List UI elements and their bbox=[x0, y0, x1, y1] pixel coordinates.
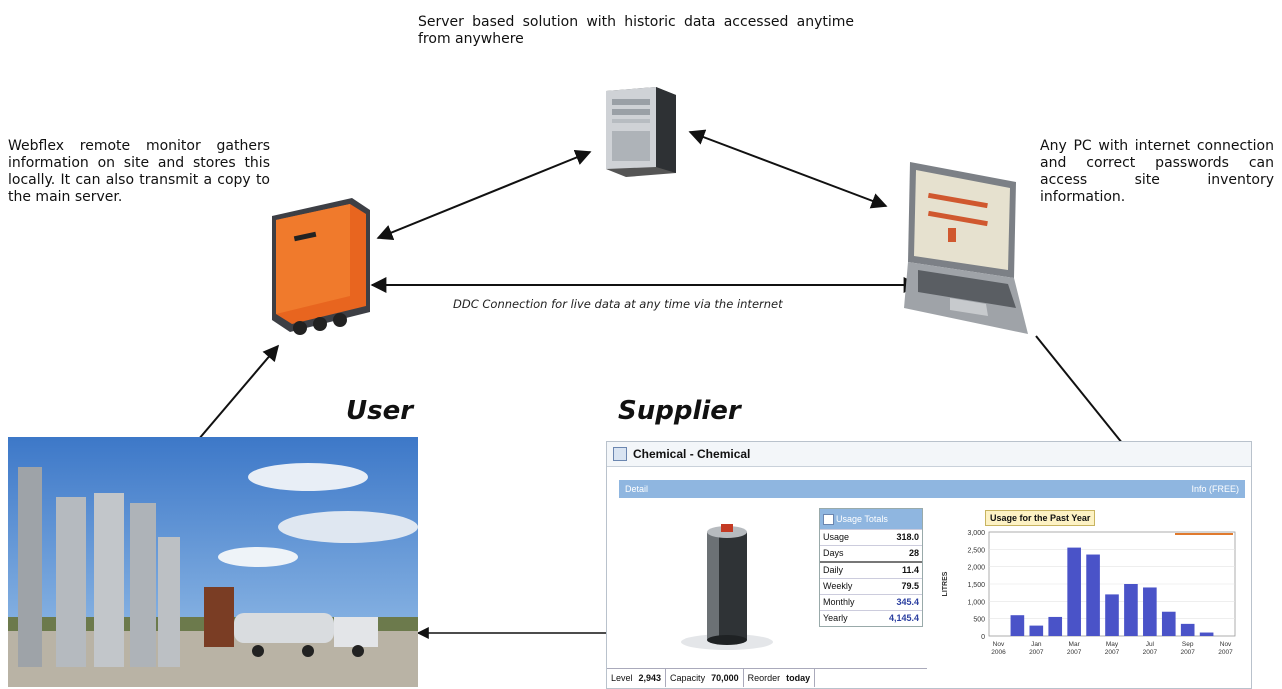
y-tick-label: 0 bbox=[981, 634, 985, 641]
bar-sep-2007 bbox=[1180, 623, 1195, 636]
laptop-icon bbox=[890, 158, 1030, 348]
bar-may-2007 bbox=[1105, 594, 1119, 636]
bar-oct-2007 bbox=[1199, 632, 1214, 636]
stat-value: 345.4 bbox=[896, 597, 919, 607]
x-tick-label: Nov bbox=[993, 641, 1005, 648]
y-tick-label: 3,000 bbox=[967, 530, 985, 537]
x-tick-label: May bbox=[1106, 641, 1119, 648]
stat-value: 318.0 bbox=[896, 532, 919, 542]
user-label: User bbox=[346, 396, 414, 426]
pc-caption: Any PC with internet connection and corr… bbox=[1040, 138, 1274, 205]
stat-row: Usage 318.0 bbox=[820, 529, 922, 545]
reorder-value: today bbox=[786, 673, 811, 683]
stat-label: Monthly bbox=[823, 597, 855, 607]
x-tick-label: 2007 bbox=[1143, 649, 1158, 656]
x-tick-label: 2007 bbox=[1029, 649, 1044, 656]
usage-totals-panel: Usage Totals Usage 318.0 Days 28 Daily 11.4… bbox=[819, 508, 923, 627]
server-caption: Server based solution with historic data… bbox=[418, 14, 854, 47]
x-tick-label: Mar bbox=[1069, 641, 1081, 648]
capacity-label: Capacity bbox=[670, 673, 706, 683]
y-tick-label: 2,500 bbox=[967, 547, 985, 554]
dashboard-footer: Level 2,943 Capacity 70,000 Reorder today bbox=[607, 668, 927, 687]
x-tick-label: Jan bbox=[1031, 641, 1042, 648]
bar-aug-2007 bbox=[1161, 611, 1176, 636]
monitor-server-arrow bbox=[376, 149, 592, 241]
x-tick-label: Jul bbox=[1146, 641, 1155, 648]
stat-label: Daily bbox=[823, 565, 844, 575]
stat-value: 11.4 bbox=[901, 565, 919, 575]
header-left-text: Detail bbox=[625, 484, 649, 494]
usage-totals-header: Usage Totals bbox=[820, 509, 922, 529]
inventory-dashboard: Chemical - Chemical Detail Info (FREE) U… bbox=[606, 441, 1252, 689]
supplier-label: Supplier bbox=[618, 396, 741, 426]
x-tick-label: 2007 bbox=[1067, 649, 1082, 656]
y-tick-label: 2,000 bbox=[967, 565, 985, 572]
stat-value: 28 bbox=[908, 548, 919, 558]
bar-apr-2007 bbox=[1086, 554, 1100, 636]
chart-title: Usage for the Past Year bbox=[985, 510, 1096, 526]
stat-value: 4,145.4 bbox=[888, 613, 919, 623]
y-axis-label: LITRES bbox=[942, 571, 949, 596]
x-tick-label: 2006 bbox=[991, 649, 1006, 656]
y-tick-label: 1,500 bbox=[967, 582, 985, 589]
stat-row: Days 28 bbox=[820, 545, 922, 561]
expand-icon bbox=[823, 514, 834, 525]
bar-jun-2007 bbox=[1124, 584, 1138, 636]
bar-jan-2007 bbox=[1029, 625, 1044, 636]
server-tower-icon bbox=[598, 85, 682, 177]
tank-level-icon bbox=[677, 514, 777, 654]
header-right-text: Info (FREE) bbox=[1191, 484, 1239, 494]
dashboard-header-bar: Detail Info (FREE) bbox=[619, 480, 1245, 498]
stat-value: 79.5 bbox=[901, 581, 919, 591]
chemical-icon bbox=[613, 447, 627, 461]
stat-label: Usage bbox=[823, 532, 850, 542]
stat-label: Yearly bbox=[823, 613, 848, 623]
x-tick-label: 2007 bbox=[1180, 649, 1195, 656]
stat-row: Yearly 4,145.4 bbox=[820, 610, 922, 626]
level-cell: Level 2,943 bbox=[607, 669, 667, 687]
x-tick-label: 2007 bbox=[1105, 649, 1120, 656]
dashboard-title: Chemical - Chemical bbox=[633, 447, 751, 461]
bar-dec-2006 bbox=[1010, 615, 1025, 636]
capacity-cell: Capacity 70,000 bbox=[666, 669, 744, 687]
bar-jul-2007 bbox=[1143, 587, 1157, 636]
site-photo bbox=[8, 437, 418, 687]
x-tick-label: Nov bbox=[1220, 641, 1232, 648]
reorder-label: Reorder bbox=[747, 673, 781, 683]
usage-totals-title: Usage Totals bbox=[836, 514, 888, 524]
stat-row: Monthly 345.4 bbox=[820, 594, 922, 610]
monitor-caption: Webflex remote monitor gathers informati… bbox=[8, 138, 270, 205]
connection-label: DDC Connection for live data at any time… bbox=[453, 297, 783, 311]
level-label: Level bbox=[611, 673, 633, 683]
y-tick-label: 500 bbox=[973, 617, 985, 624]
usage-chart-svg: 3,0002,5002,0001,5001,0005000LITRESNov20… bbox=[942, 530, 1236, 656]
bar-feb-2007 bbox=[1048, 616, 1063, 636]
dashboard-title-bar: Chemical - Chemical bbox=[607, 442, 1251, 467]
stat-row: Weekly 79.5 bbox=[820, 578, 922, 594]
bar-mar-2007 bbox=[1067, 547, 1081, 636]
stat-label: Days bbox=[823, 548, 844, 558]
capacity-value: 70,000 bbox=[711, 673, 739, 683]
stat-row: Daily 11.4 bbox=[820, 561, 922, 578]
reorder-cell[interactable]: Reorder today bbox=[744, 669, 816, 687]
remote-monitor-device-icon bbox=[266, 196, 376, 342]
level-value: 2,943 bbox=[638, 673, 662, 683]
x-tick-label: Sep bbox=[1182, 641, 1194, 648]
y-tick-label: 1,000 bbox=[967, 599, 985, 606]
server-laptop-arrow bbox=[688, 129, 888, 209]
x-tick-label: 2007 bbox=[1218, 649, 1233, 656]
stat-label: Weekly bbox=[823, 581, 853, 591]
